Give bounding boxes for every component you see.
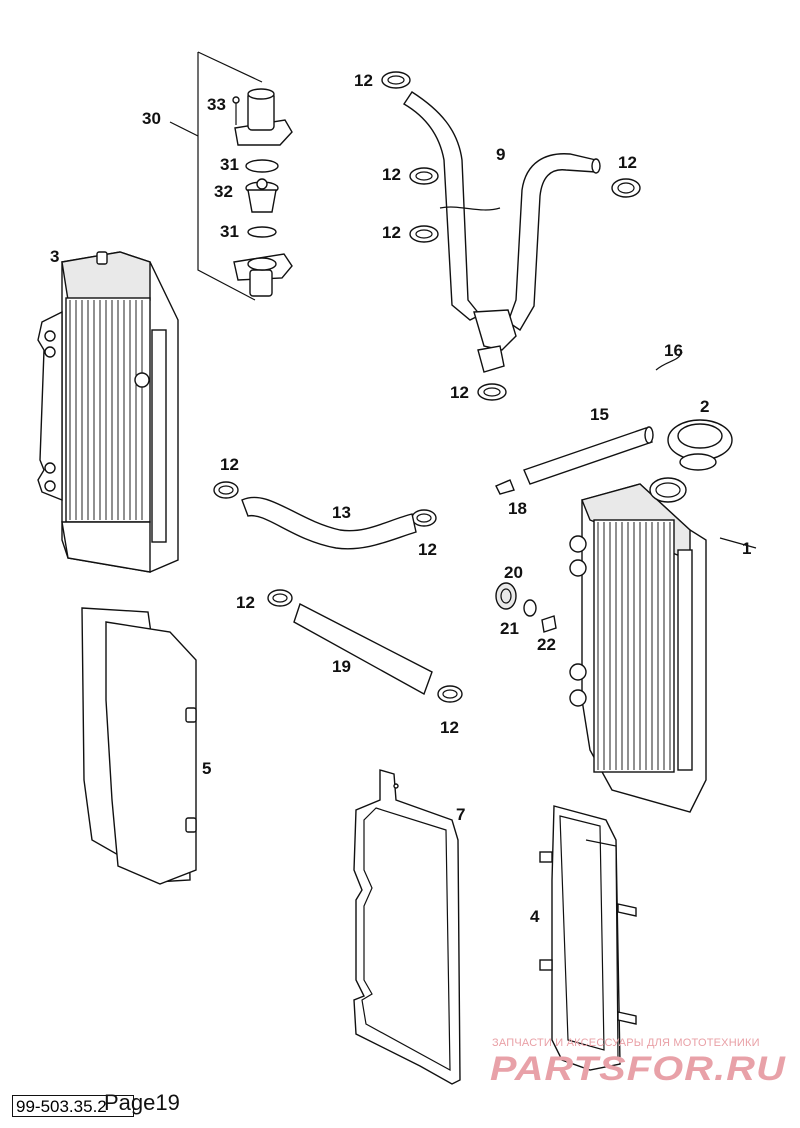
callout-18: 18 xyxy=(508,499,527,518)
callout-32: 32 xyxy=(214,182,233,201)
thermostat-assembly xyxy=(169,51,293,301)
callout-labels: 30 33 31 32 31 3 12 9 12 12 12 16 12 2 1… xyxy=(50,71,751,926)
callout-33: 33 xyxy=(207,95,226,114)
clamp-12i xyxy=(437,685,463,703)
callout-4: 4 xyxy=(530,907,540,926)
callout-1: 1 xyxy=(742,539,751,558)
callout-9: 9 xyxy=(496,145,505,164)
hose-19 xyxy=(293,603,433,696)
callout-12g: 12 xyxy=(418,540,437,559)
callout-31a: 31 xyxy=(220,155,239,174)
callout-21: 21 xyxy=(500,619,519,638)
callout-12d: 12 xyxy=(618,153,637,172)
hose-y-9 xyxy=(403,91,601,373)
callout-30: 30 xyxy=(142,109,161,128)
callout-2: 2 xyxy=(700,397,709,416)
callout-31b: 31 xyxy=(220,222,239,241)
mount-parts xyxy=(495,582,557,633)
callout-7: 7 xyxy=(456,805,465,824)
radiator-cap xyxy=(667,419,733,471)
watermark-brand: PARTSFOR.RU xyxy=(490,1050,787,1088)
clamp-12f xyxy=(213,481,239,499)
watermark: ЗАПЧАСТИ И АКСЕССУАРЫ ДЛЯ МОТОТЕХНИКИ PA… xyxy=(490,1037,787,1088)
callout-20: 20 xyxy=(504,563,523,582)
callout-12c: 12 xyxy=(382,223,401,242)
clamp-12g xyxy=(411,509,437,527)
clamps xyxy=(213,71,641,703)
callout-16: 16 xyxy=(664,341,683,360)
overflow-hose xyxy=(495,426,654,495)
callout-12h: 12 xyxy=(236,593,255,612)
callout-12e: 12 xyxy=(450,383,469,402)
clamp-12h xyxy=(267,589,293,607)
callout-15: 15 xyxy=(590,405,609,424)
clamp-12c xyxy=(409,225,439,243)
radiator-right xyxy=(569,477,757,813)
clamp-12e xyxy=(477,383,507,401)
callout-12b: 12 xyxy=(382,165,401,184)
clamp-12a xyxy=(381,71,411,89)
radiator-left xyxy=(37,251,179,573)
guard-7 xyxy=(353,769,461,1085)
clamp-12b xyxy=(409,167,439,185)
callout-22: 22 xyxy=(537,635,556,654)
shroud-5 xyxy=(81,607,197,885)
shroud-4 xyxy=(539,805,637,1071)
callout-13: 13 xyxy=(332,503,351,522)
page-number: Page19 xyxy=(104,1090,180,1115)
callout-3: 3 xyxy=(50,247,59,266)
callout-5: 5 xyxy=(202,759,211,778)
clip-16 xyxy=(655,351,683,371)
hose-13 xyxy=(241,496,417,550)
clamp-12d xyxy=(611,178,641,198)
callout-12i: 12 xyxy=(440,718,459,737)
watermark-tagline: ЗАПЧАСТИ И АКСЕССУАРЫ ДЛЯ МОТОТЕХНИКИ xyxy=(492,1037,760,1049)
callout-12a: 12 xyxy=(354,71,373,90)
callout-12f: 12 xyxy=(220,455,239,474)
drawing-code: 99-503.35.2 xyxy=(12,1095,134,1117)
callout-19: 19 xyxy=(332,657,351,676)
